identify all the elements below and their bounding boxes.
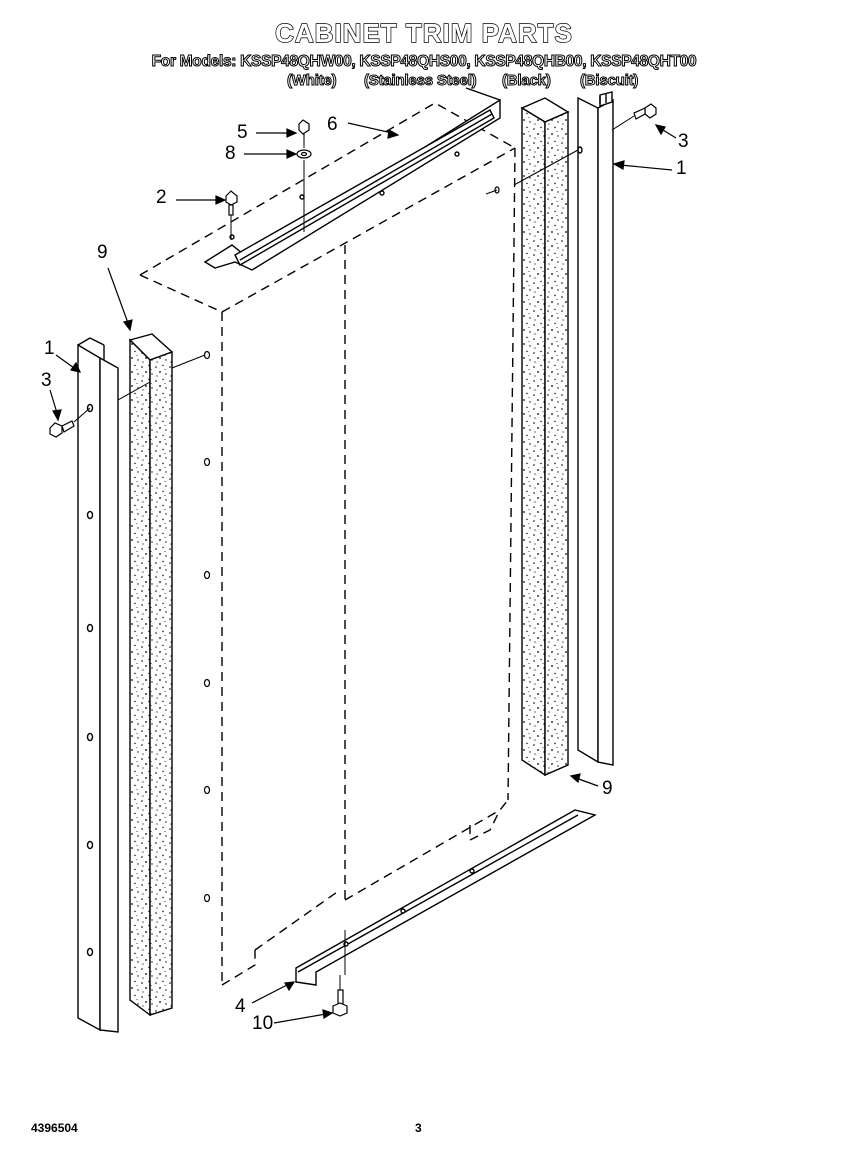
callout-10: 10 bbox=[252, 1013, 274, 1034]
top-trim-part-6 bbox=[203, 87, 501, 271]
washer-part-8 bbox=[296, 149, 312, 159]
callout-leaders bbox=[49, 122, 677, 1024]
callout-9-right: 9 bbox=[602, 778, 613, 799]
screw-part-2 bbox=[225, 190, 238, 216]
callout-8: 8 bbox=[225, 143, 236, 164]
models-line: For Models: KSSP48QHW00, KSSP48QHS00, KS… bbox=[151, 53, 697, 71]
bottom-trim-part-4 bbox=[295, 809, 597, 986]
variant-biscuit: (Biscuit) bbox=[579, 72, 639, 90]
left-gasket-part-9 bbox=[128, 333, 174, 1017]
callout-3-left: 3 bbox=[41, 370, 52, 391]
variant-black: (Black) bbox=[502, 72, 552, 90]
cabinet-screw-holes bbox=[203, 186, 500, 903]
screw-part-3-right bbox=[633, 103, 657, 120]
left-trim-part-1 bbox=[77, 337, 119, 1033]
right-trim-part-1 bbox=[577, 91, 614, 766]
cabinet-outline bbox=[139, 102, 516, 986]
callout-1-right: 1 bbox=[676, 158, 687, 179]
variant-stainless-steel: (Stainless Steel) bbox=[363, 72, 477, 90]
diagram-title: CABINET TRIM PARTS bbox=[274, 17, 573, 48]
assembly-lines bbox=[73, 115, 635, 990]
right-gasket-part-9 bbox=[520, 97, 570, 777]
page-number: 3 bbox=[415, 1121, 422, 1135]
screw-part-10 bbox=[332, 989, 348, 1017]
callout-5: 5 bbox=[237, 122, 248, 143]
screw-part-5 bbox=[298, 119, 310, 137]
screw-part-3-left bbox=[49, 420, 75, 438]
callout-4: 4 bbox=[235, 996, 246, 1017]
callout-9-left: 9 bbox=[97, 242, 108, 263]
callout-3-right: 3 bbox=[678, 131, 689, 152]
variant-white: (White) bbox=[286, 72, 337, 90]
callout-1-left: 1 bbox=[44, 338, 55, 359]
callout-6: 6 bbox=[327, 114, 338, 135]
callout-2: 2 bbox=[156, 187, 167, 208]
document-number: 4396504 bbox=[31, 1121, 78, 1135]
